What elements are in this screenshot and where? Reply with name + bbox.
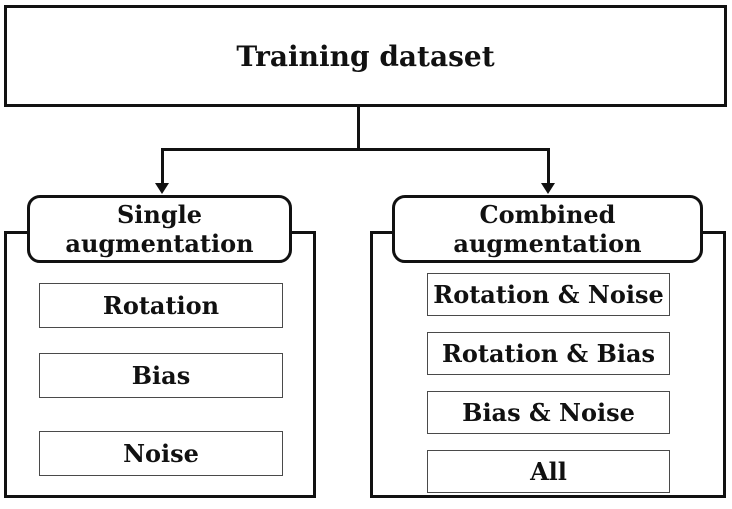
connector-trunk-line bbox=[356, 107, 360, 150]
node-bias-noise-label: Bias & Noise bbox=[462, 398, 635, 427]
node-rotation-bias-label: Rotation & Bias bbox=[441, 339, 656, 368]
node-rotation-noise-label: Rotation & Noise bbox=[433, 280, 664, 309]
node-rotation-bias: Rotation & Bias bbox=[427, 332, 670, 375]
connector-left-drop-line bbox=[160, 148, 164, 185]
single-augmentation-label: Single augmentation bbox=[65, 200, 254, 258]
node-bias: Bias bbox=[39, 353, 283, 398]
connector-right-drop-line bbox=[546, 148, 550, 185]
node-rotation-label: Rotation bbox=[102, 291, 220, 320]
combined-augmentation-label: Combined augmentation bbox=[453, 200, 642, 258]
node-all-label: All bbox=[530, 457, 567, 486]
training-dataset-box: Training dataset bbox=[4, 5, 727, 107]
connector-branch-line bbox=[160, 148, 550, 151]
node-bias-label: Bias bbox=[131, 361, 191, 390]
node-noise-label: Noise bbox=[123, 439, 199, 468]
node-noise: Noise bbox=[39, 431, 283, 476]
node-all: All bbox=[427, 450, 670, 493]
down-arrowhead-left-icon bbox=[155, 183, 169, 194]
node-rotation-noise: Rotation & Noise bbox=[427, 273, 670, 316]
combined-augmentation-header-box: Combined augmentation bbox=[392, 195, 703, 263]
single-augmentation-header-box: Single augmentation bbox=[27, 195, 292, 263]
node-bias-noise: Bias & Noise bbox=[427, 391, 670, 434]
down-arrowhead-right-icon bbox=[541, 183, 555, 194]
training-dataset-label: Training dataset bbox=[236, 39, 495, 73]
node-rotation: Rotation bbox=[39, 283, 283, 328]
